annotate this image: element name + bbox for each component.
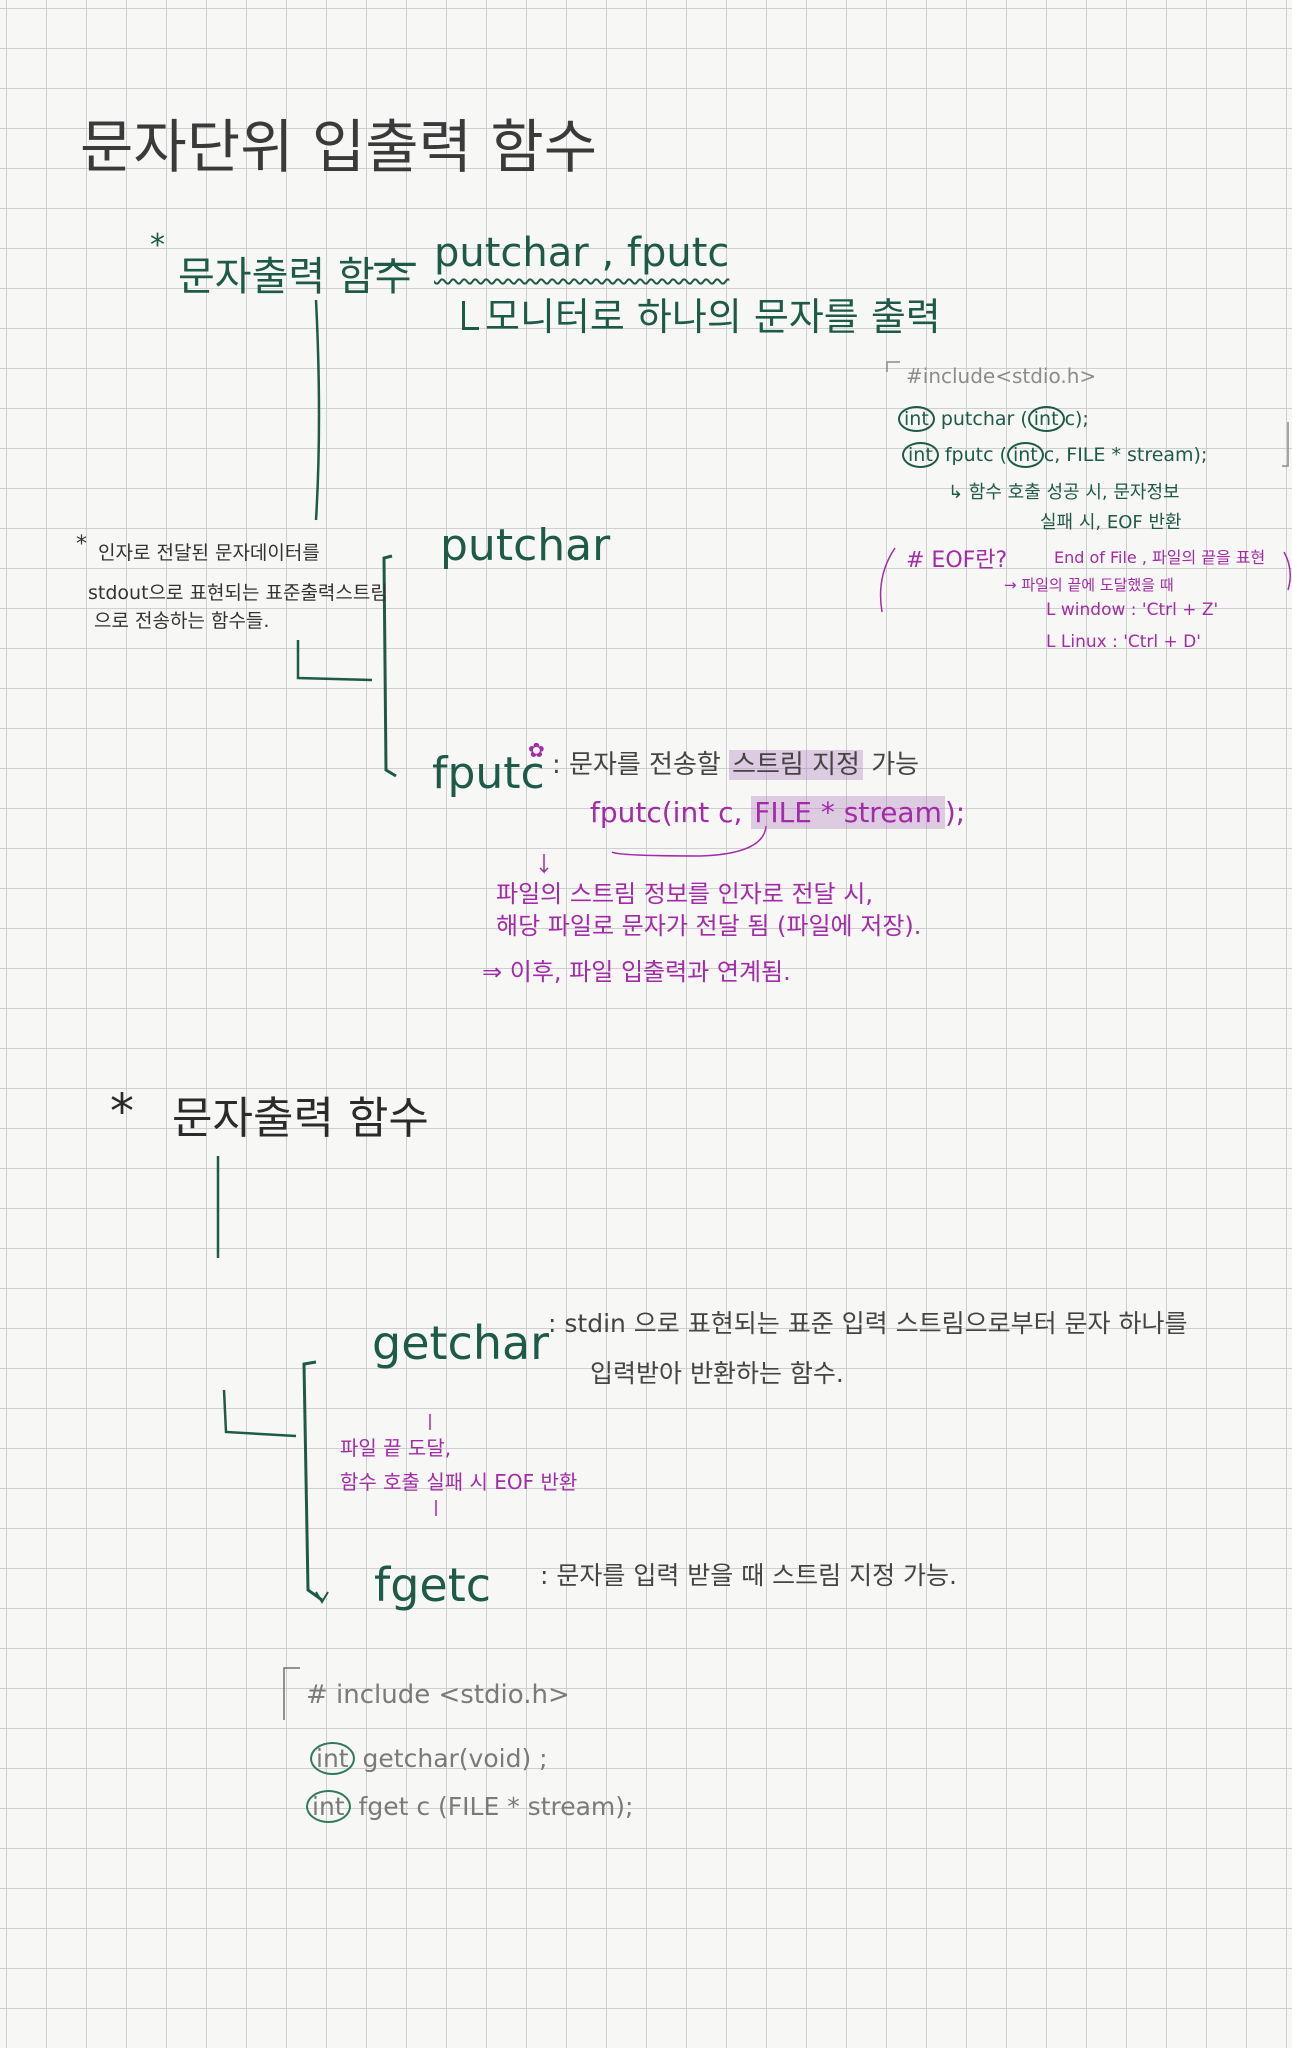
side-note-line-2: stdout으로 표현되는 표준출력스트림 — [88, 582, 388, 604]
side-note-line-1: 인자로 전달된 문자데이터를 — [98, 542, 320, 564]
fputc-sig-highlight: FILE * stream — [751, 796, 945, 829]
side-note-star: * — [76, 532, 87, 557]
code1-line2-rest: c, FILE * stream); — [1043, 444, 1208, 466]
fputc-note-1: 파일의 스트림 정보를 인자로 전달 시, — [496, 880, 873, 908]
code1-ret-note-1: ↳ 함수 호출 성공 시, 문자정보 — [948, 482, 1180, 503]
code1-line2-ret: int — [902, 442, 939, 468]
code2-line-2: int fget c (FILE * stream); — [306, 1790, 634, 1823]
section1-dash: — — [372, 234, 418, 288]
page-title: 문자단위 입출력 함수 — [80, 113, 598, 181]
code1-ret-note-2: 실패 시, EOF 반환 — [1040, 512, 1182, 533]
code1-line1-fn: putchar ( — [940, 408, 1028, 430]
code2-include: # include <stdio.h> — [306, 1680, 570, 1710]
eof-window: L window : 'Ctrl + Z' — [1046, 600, 1219, 620]
code1-line1-arg: int — [1027, 406, 1065, 432]
eof-note-2: 함수 호출 실패 시 EOF 반환 — [340, 1470, 578, 1494]
eof-note-1: 파일 끝 도달, — [340, 1436, 452, 1460]
code2-line2-ret: int — [306, 1790, 351, 1823]
getchar-desc-1: : stdin 으로 표현되는 표준 입력 스트림으로부터 문자 하나를 — [548, 1309, 1188, 1338]
code1-line2-fn: fputc ( — [944, 444, 1007, 466]
eof-arrow-note: → 파일의 끝에 도달했을 때 — [1004, 576, 1174, 594]
fputc-signature: fputc(int c, FILE * stream); — [590, 796, 965, 829]
getchar-label: getchar — [372, 1316, 550, 1370]
corner-mark — [462, 301, 479, 330]
eof-answer: End of File , 파일의 끝을 표현 — [1054, 548, 1266, 567]
fputc-mark: ✿ — [528, 738, 545, 762]
code1-line2-arg: int — [1006, 442, 1044, 468]
fputc-sig-post: ); — [944, 796, 966, 829]
code1-include: #include<stdio.h> — [906, 364, 1097, 388]
code2-line-1: int getchar(void) ; — [310, 1742, 548, 1775]
fputc-sig-pre: fputc(int c, — [590, 796, 743, 829]
eof-question: # EOF란? — [906, 548, 1008, 573]
fputc-label: fputc — [432, 748, 545, 799]
side-note-line-3: 으로 전송하는 함수들. — [94, 610, 270, 632]
fputc-desc: : 문자를 전송할 스트림 지정 가능 — [552, 744, 919, 781]
section1-note: 모니터로 하나의 문자를 출력 — [462, 286, 941, 341]
code2-line1-rest: getchar(void) ; — [362, 1744, 548, 1773]
fputc-note-3: ⇒ 이후, 파일 입출력과 연계됨. — [482, 958, 791, 986]
code1-line1-ret: int — [898, 406, 935, 432]
section2-heading: 문자출력 함수 — [172, 1093, 429, 1144]
section1-heading: 문자출력 함수 — [178, 254, 412, 300]
section1-note-text: 모니터로 하나의 문자를 출력 — [485, 295, 941, 339]
code2-line1-ret: int — [310, 1742, 355, 1775]
section1-star: * — [150, 228, 165, 263]
fputc-desc-highlight: 스트림 지정 — [729, 750, 863, 780]
code2-line2-rest: fget c (FILE * stream); — [358, 1792, 634, 1821]
eof-linux: L Linux : 'Ctrl + D' — [1046, 632, 1201, 652]
code1-line1-rest: c); — [1064, 408, 1089, 430]
fgetc-desc: : 문자를 입력 받을 때 스트림 지정 가능. — [540, 1561, 957, 1590]
putchar-label: putchar — [440, 520, 611, 571]
fputc-desc-pre: : 문자를 전송할 — [552, 750, 721, 780]
getchar-desc-2: 입력받아 반환하는 함수. — [590, 1359, 844, 1388]
section2-star: * — [110, 1084, 134, 1140]
fputc-desc-post: 가능 — [871, 750, 920, 780]
section1-funcs: putchar , fputc — [434, 230, 730, 276]
fputc-note-2: 해당 파일로 문자가 전달 됨 (파일에 저장). — [496, 912, 922, 940]
fgetc-label: fgetc — [374, 1558, 492, 1612]
